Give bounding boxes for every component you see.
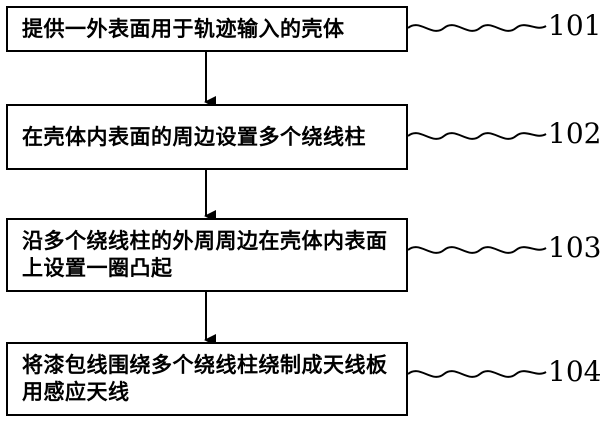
step-box-103: 沿多个绕线柱的外周周边在壳体内表面上设置一圈凸起	[6, 218, 408, 292]
step-text-102: 在壳体内表面的周边设置多个绕线柱	[22, 124, 366, 149]
ref-label-104: 104	[548, 355, 600, 388]
step-box-104: 将漆包线围绕多个绕线柱绕制成天线板用感应天线	[6, 342, 408, 416]
step-text-103: 沿多个绕线柱的外周周边在壳体内表面上设置一圈凸起	[22, 229, 388, 280]
ref-label-101: 101	[548, 9, 600, 42]
leader-line-103	[407, 246, 547, 254]
ref-label-103: 103	[548, 231, 600, 264]
leader-line-102	[407, 132, 547, 140]
ref-label-102: 102	[548, 117, 600, 150]
leader-line-101	[407, 24, 547, 32]
leader-line-104	[407, 370, 547, 378]
step-box-101: 提供一外表面用于轨迹输入的壳体	[6, 6, 408, 52]
step-text-101: 提供一外表面用于轨迹输入的壳体	[22, 16, 345, 41]
step-box-102: 在壳体内表面的周边设置多个绕线柱	[6, 104, 408, 170]
step-text-104: 将漆包线围绕多个绕线柱绕制成天线板用感应天线	[22, 353, 388, 404]
